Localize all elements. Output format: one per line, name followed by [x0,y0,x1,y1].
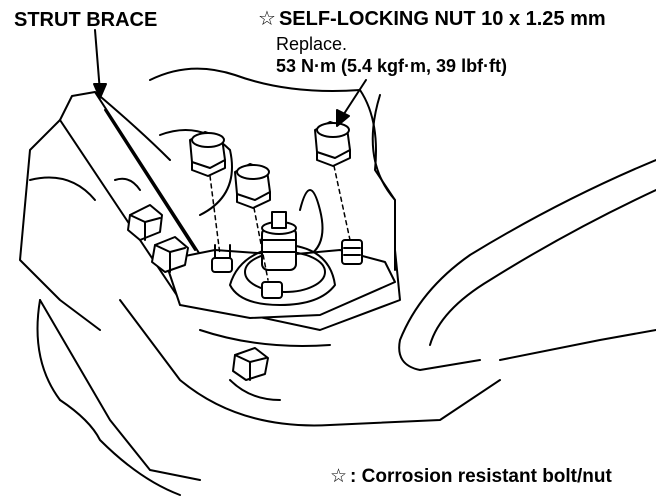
legend-text: : Corrosion resistant bolt/nut [350,466,612,487]
strut-brace-leader [94,29,101,93]
body-panel [149,67,396,271]
nut-replace-note: Replace. [276,34,348,54]
brace-bolts [127,204,269,381]
fender-edge [398,159,656,371]
leader-arrows [93,29,367,127]
strut-rod-top [261,211,297,271]
legend: ☆: Corrosion resistant bolt/nut [330,467,612,486]
self-locking-nut-label: ☆SELF-LOCKING NUT 10 x 1.25 mm [258,9,606,29]
self-locking-nuts [189,121,351,209]
star-icon: ☆ [330,466,348,487]
nut-title-text: SELF-LOCKING NUT 10 x 1.25 mm [278,8,606,30]
nut-torque-spec: 53 N·m (5.4 kgf·m, 39 lbf·ft) [276,56,508,76]
install-guides [209,165,351,281]
strut-brace-label: STRUT BRACE [14,9,158,31]
studs [211,239,363,299]
star-icon: ☆ [258,8,276,30]
